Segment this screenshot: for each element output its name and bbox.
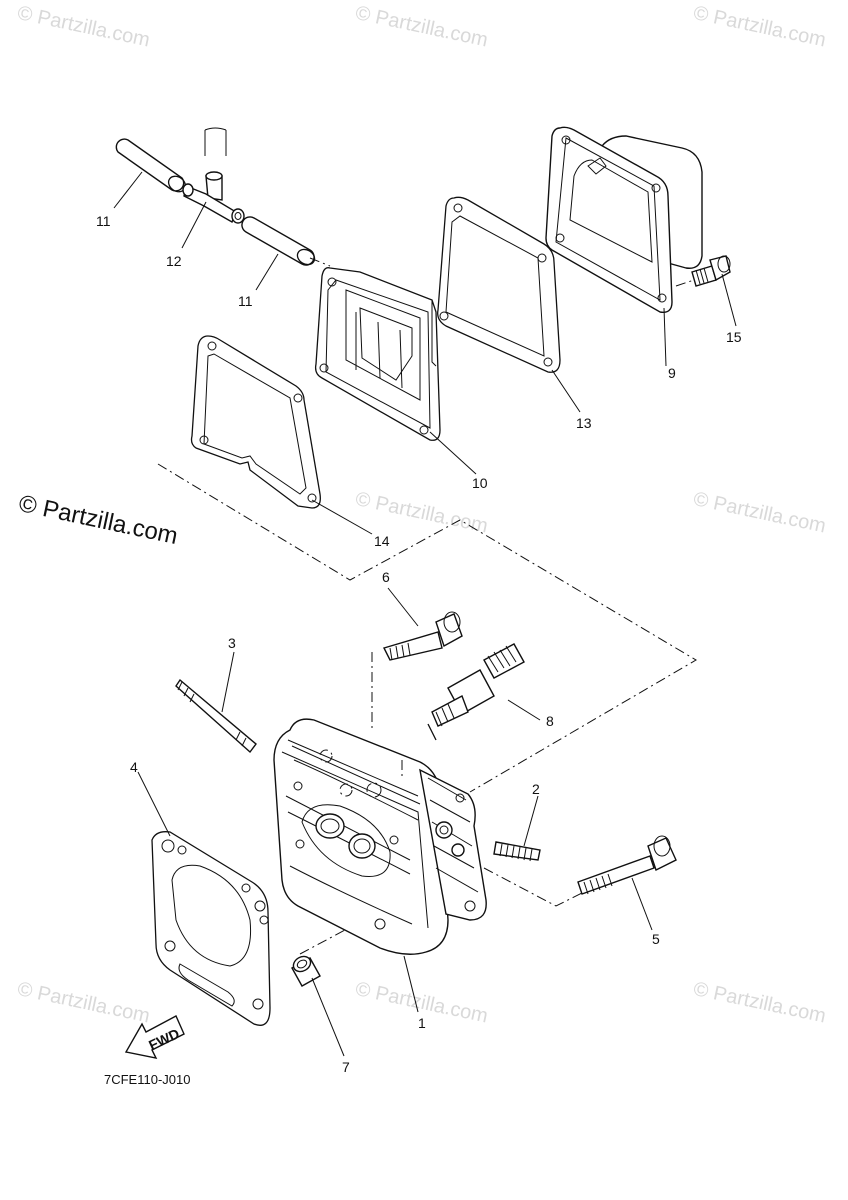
callout-15: 15	[726, 329, 742, 345]
callout-11: 11	[96, 213, 111, 229]
callout-10: 10	[472, 475, 488, 491]
bolt-part-15[interactable]	[691, 255, 731, 287]
callout-7: 7	[342, 1059, 350, 1075]
leader-dash	[675, 279, 695, 287]
callout-8: 8	[546, 713, 554, 729]
callout-6: 6	[382, 569, 390, 585]
assembly-frame-dash	[483, 867, 593, 907]
callout-1: 1	[418, 1015, 426, 1031]
stud-bolt-part-3[interactable]	[175, 678, 257, 754]
assembly-frame-dash	[157, 463, 697, 793]
callout-9: 9	[668, 365, 676, 381]
cylinder-head-part-1[interactable]	[273, 718, 487, 955]
hose-part-11b[interactable]	[241, 216, 317, 268]
diagram-code: 7CFE110-J010	[104, 1072, 191, 1087]
callout-4: 4	[130, 759, 138, 775]
callout-2: 2	[532, 781, 540, 797]
hose-part-11a[interactable]	[115, 138, 188, 195]
stud-part-2[interactable]	[493, 841, 541, 862]
leader-dash	[309, 257, 331, 267]
callout-12: 12	[166, 253, 182, 269]
joint-part-12[interactable]	[182, 127, 245, 224]
gasket-part-4[interactable]	[151, 831, 271, 1026]
callout-5: 5	[652, 931, 660, 947]
callout-11: 11	[238, 293, 253, 309]
leader-lines	[113, 171, 737, 1057]
gasket-part-14[interactable]	[190, 335, 321, 509]
callout-13: 13	[576, 415, 592, 431]
bolt-part-6[interactable]	[383, 611, 463, 661]
fwd-direction-arrow-icon: FWD	[124, 1015, 185, 1059]
breather-part-10[interactable]	[314, 267, 441, 441]
gasket-part-13[interactable]	[437, 196, 561, 373]
bolt-part-5[interactable]	[577, 835, 677, 895]
callout-14: 14	[374, 533, 390, 549]
spark-plug-part-8[interactable]	[427, 643, 525, 741]
cover-part-9[interactable]	[545, 126, 703, 313]
dowel-part-7[interactable]	[291, 953, 321, 987]
callout-3: 3	[228, 635, 236, 651]
